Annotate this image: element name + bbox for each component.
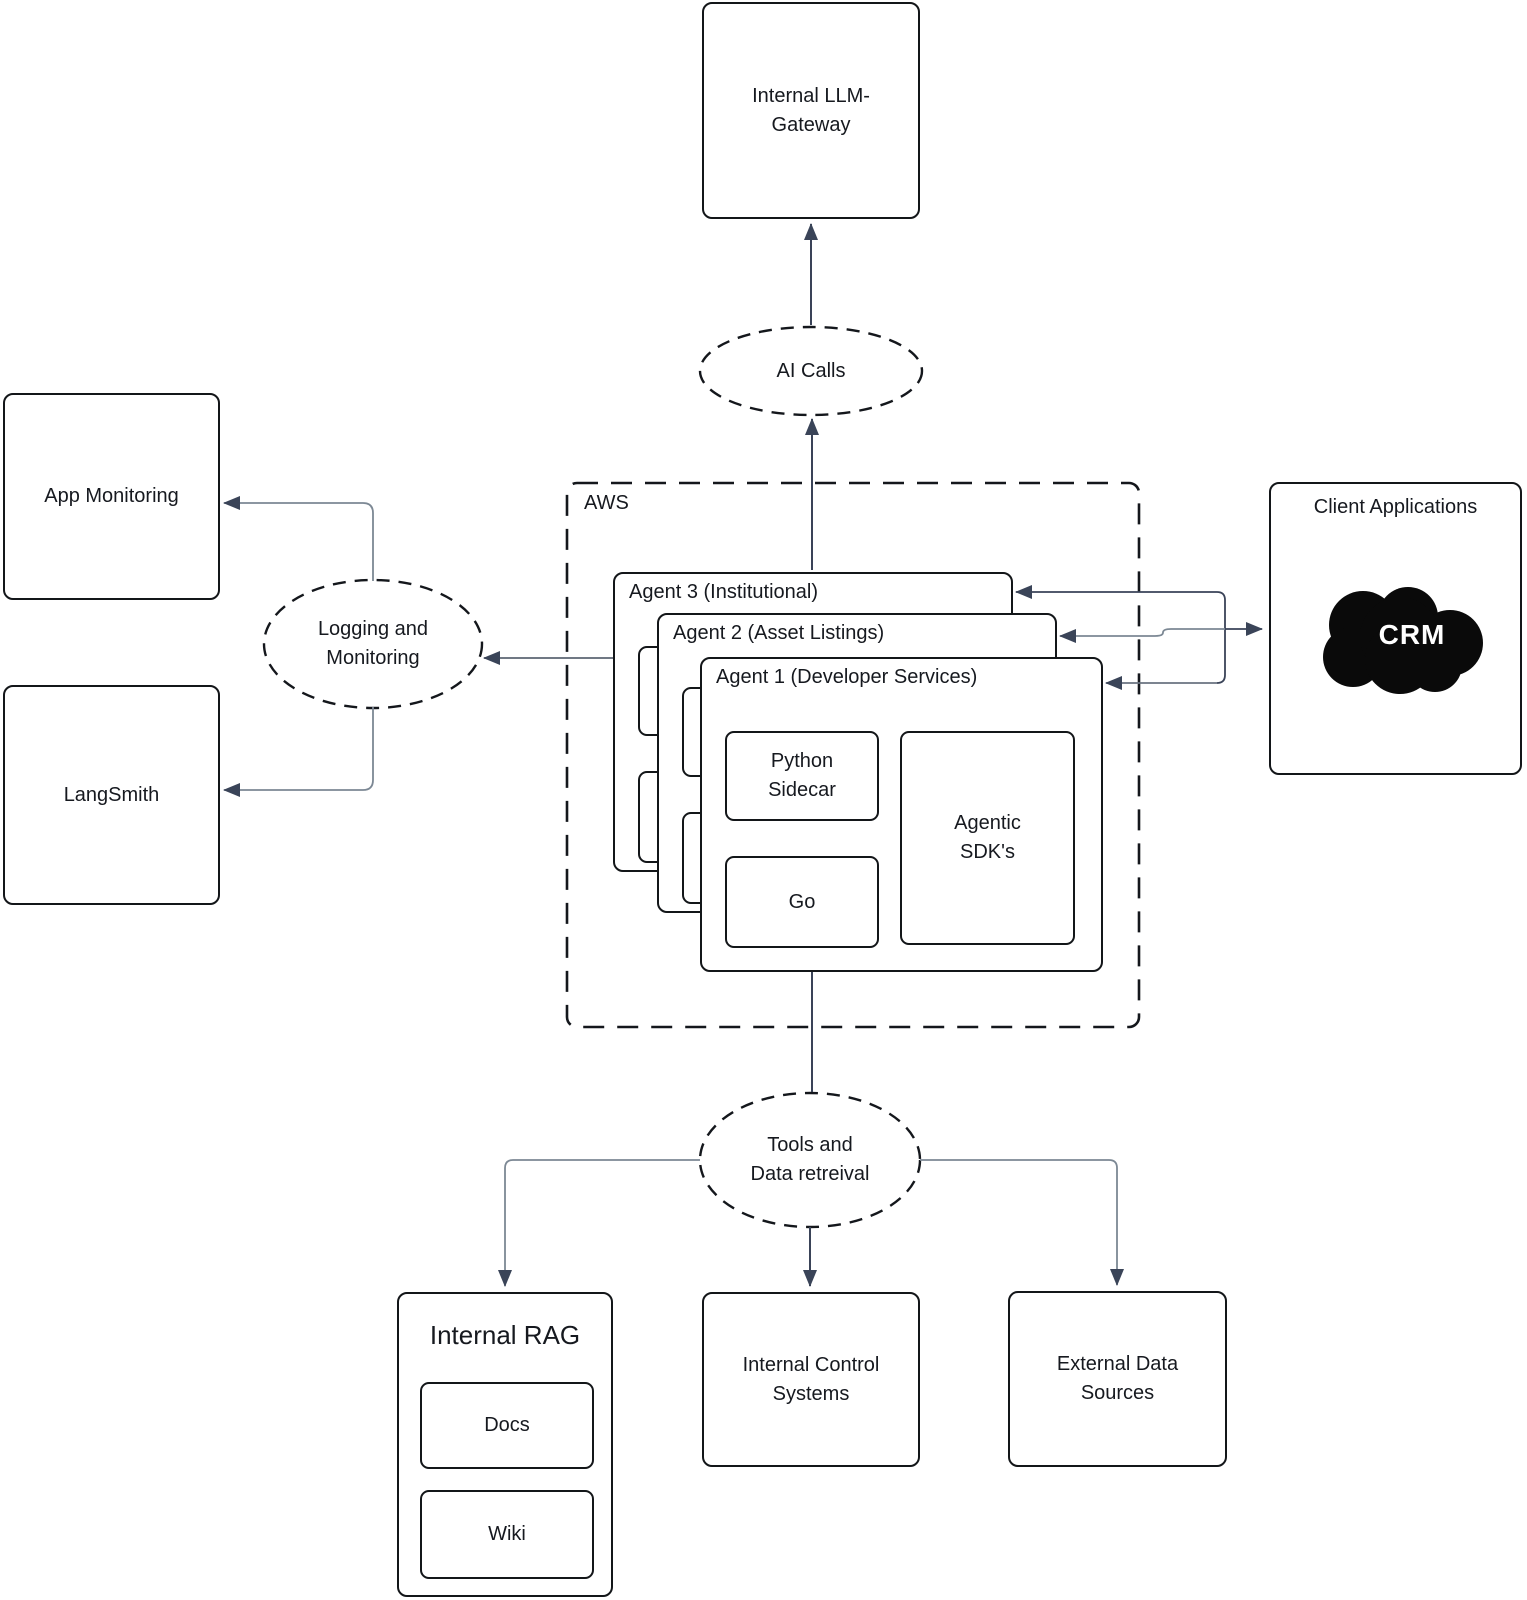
agentic-sdks-label: Agentic SDK's xyxy=(954,812,1021,863)
internal-rag-label: Internal RAG xyxy=(429,1320,581,1350)
wiki-label: Wiki xyxy=(488,1523,526,1545)
agent3-title: Agent 3 (Institutional) xyxy=(629,581,818,603)
arrow-logging-to-langsmith xyxy=(223,707,374,797)
langsmith-node: LangSmith xyxy=(3,685,220,905)
arrow-tools-to-external-data xyxy=(920,1159,1124,1286)
arrow-logging-to-app-monitoring xyxy=(223,496,374,581)
go-node: Go xyxy=(725,856,879,948)
agent1-title: Agent 1 (Developer Services) xyxy=(716,666,978,688)
app-monitoring-node: App Monitoring xyxy=(3,393,220,600)
crm-cloud-icon: CRM xyxy=(1315,574,1485,696)
ai-calls-label: AI Calls xyxy=(776,359,846,382)
internal-rag-node: Internal RAG Docs Wiki xyxy=(397,1292,613,1597)
agentic-sdks-node: Agentic SDK's xyxy=(900,731,1075,945)
agent2-title: Agent 2 (Asset Listings) xyxy=(673,622,885,644)
arrow-tools-to-internal-rag xyxy=(498,1159,700,1287)
tools-data-label: Tools and Data retreival xyxy=(750,1134,870,1185)
aws-label: AWS xyxy=(584,492,629,514)
docs-label: Docs xyxy=(484,1414,530,1436)
external-data-label: External Data Sources xyxy=(1056,1353,1179,1404)
internal-control-node: Internal Control Systems xyxy=(702,1292,920,1467)
tools-data-node: Tools and Data retreival xyxy=(700,1093,920,1227)
client-connector-bus xyxy=(1216,591,1226,684)
wiki-node: Wiki xyxy=(420,1490,594,1579)
python-sidecar-node: Python Sidecar xyxy=(725,731,879,821)
ai-calls-node: AI Calls xyxy=(700,327,922,415)
docs-node: Docs xyxy=(420,1382,594,1469)
tools-data-ellipse xyxy=(698,1091,922,1229)
arrow-client-to-agent2 xyxy=(1059,628,1225,643)
internal-control-label: Internal Control Systems xyxy=(742,1353,880,1405)
logging-monitoring-label: Logging and Monitoring xyxy=(317,618,429,669)
llm-gateway-node: Internal LLM-Gateway xyxy=(702,2,920,219)
crm-label: CRM xyxy=(1378,619,1446,650)
ai-calls-ellipse xyxy=(698,325,924,417)
agent1-node: Agent 1 (Developer Services) Python Side… xyxy=(700,657,1103,972)
go-label: Go xyxy=(788,890,816,913)
logging-monitoring-node: Logging and Monitoring xyxy=(264,580,482,708)
client-applications-node: Client Applications CRM xyxy=(1269,482,1522,775)
langsmith-label: LangSmith xyxy=(63,783,160,806)
logging-monitoring-ellipse xyxy=(262,578,484,710)
app-monitoring-label: App Monitoring xyxy=(44,485,179,507)
python-sidecar-label: Python Sidecar xyxy=(768,750,836,801)
external-data-node: External Data Sources xyxy=(1008,1291,1227,1467)
llm-gateway-label: Internal LLM-Gateway xyxy=(752,84,870,136)
client-applications-label: Client Applications xyxy=(1313,496,1478,518)
